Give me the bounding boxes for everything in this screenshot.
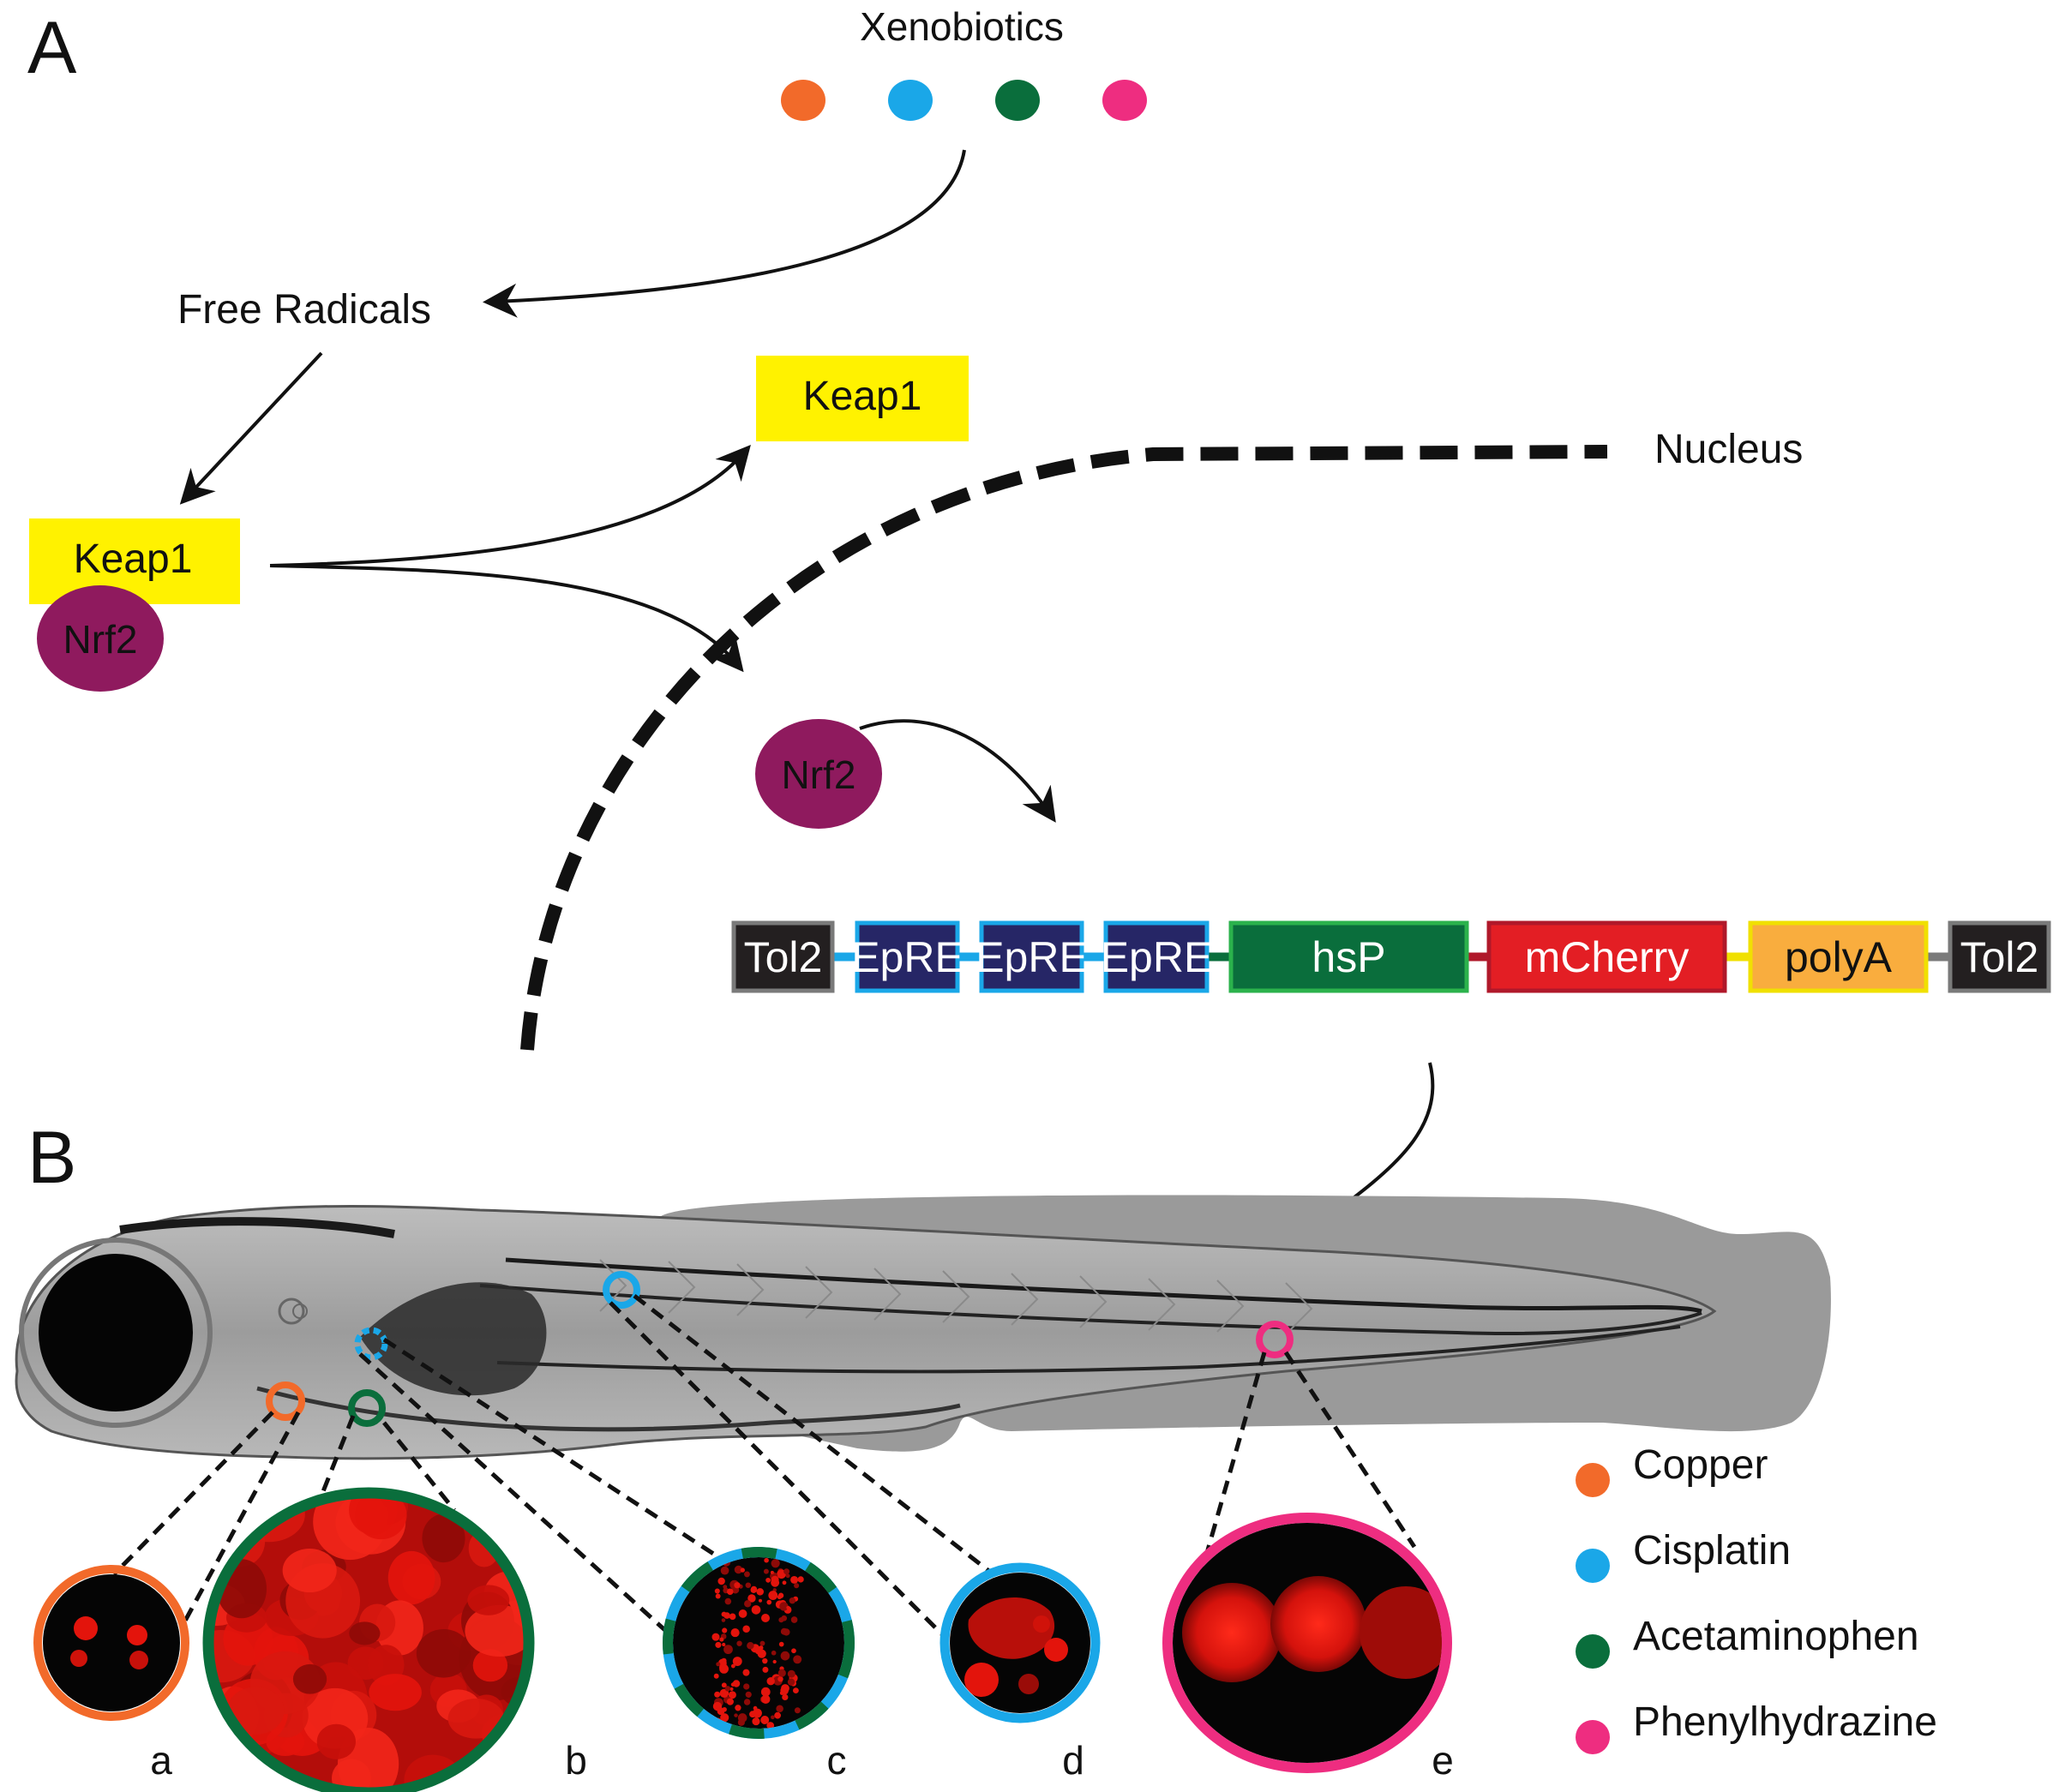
- construct-segment-label: hsP: [1312, 933, 1385, 981]
- construct-segment-label: Tol2: [744, 933, 823, 981]
- inset-d-label: d: [1062, 1738, 1084, 1783]
- legend-swatch: [1576, 1634, 1610, 1669]
- arrow-xenobiotics-to-free-radicals: [483, 149, 966, 318]
- marker-cisplatin: [603, 1271, 640, 1309]
- panel-a-letter: A: [27, 7, 77, 89]
- free-radicals-label: Free Radicals: [177, 287, 431, 333]
- zoom-lines: [112, 1294, 1417, 1643]
- construct-segment-label: polyA: [1785, 933, 1893, 981]
- construct-segment-polya: polyA: [1748, 920, 1929, 993]
- arrow-to-keap1-released: [269, 444, 751, 567]
- construct-segment-epre: EpRE: [1101, 920, 1213, 993]
- marker-acetaminophen: [348, 1389, 386, 1427]
- inset-a: [33, 1565, 189, 1721]
- xenobiotic-dot-4: [1102, 80, 1147, 121]
- inset-c-ring-dash: [663, 1547, 855, 1739]
- zebrafish-larva-image: [15, 1195, 1831, 1460]
- arrow-free-radicals-to-keap1: [179, 351, 323, 505]
- inset-e: [1162, 1513, 1452, 1773]
- legend-item-copper: Copper: [1576, 1442, 1768, 1497]
- legend-swatch: [1576, 1720, 1610, 1754]
- construct-segment-epre: EpRE: [851, 920, 963, 993]
- legend-item-cisplatin: Cisplatin: [1576, 1528, 1791, 1583]
- xenobiotic-dot-1: [781, 80, 825, 121]
- inset-b: [202, 1487, 535, 1792]
- legend: CopperCisplatinAcetaminophenPhenylhydraz…: [1576, 1442, 1937, 1754]
- xenobiotics-label: Xenobiotics: [860, 4, 1064, 49]
- nrf2-bound-node: [37, 585, 164, 692]
- nrf2-free-node: [755, 719, 882, 829]
- xenobiotic-dots: [781, 80, 1147, 121]
- keap1-released-box: [756, 356, 969, 441]
- xenobiotic-dot-3: [995, 80, 1040, 121]
- inset-c-label: c: [827, 1738, 847, 1783]
- construct-segment-hsp: hsP: [1228, 920, 1469, 993]
- nucleus-membrane: [520, 445, 1608, 1051]
- construct-segment-mcherry: mCherry: [1486, 920, 1727, 993]
- inset-b-ring: [202, 1487, 535, 1792]
- legend-swatch: [1576, 1463, 1610, 1497]
- inset-d: [939, 1562, 1101, 1723]
- arrow-to-nrf2-nucleus: [269, 564, 744, 673]
- inset-d-ring: [939, 1562, 1101, 1723]
- inset-a-ring: [33, 1565, 189, 1721]
- construct-segment-label: Tol2: [1960, 933, 2039, 981]
- construct-segment-label: EpRE: [1101, 933, 1213, 981]
- inset-a-label: a: [150, 1738, 172, 1783]
- construct-segment-label: EpRE: [851, 933, 963, 981]
- legend-item-phenylhydrazine: Phenylhydrazine: [1576, 1699, 1937, 1754]
- legend-swatch: [1576, 1549, 1610, 1583]
- inset-b-label: b: [565, 1738, 587, 1783]
- legend-label: Copper: [1633, 1442, 1768, 1488]
- legend-label: Cisplatin: [1633, 1528, 1791, 1573]
- construct-segment-epre: EpRE: [975, 920, 1088, 993]
- legend-item-acetaminophen: Acetaminophen: [1576, 1614, 1919, 1669]
- legend-label: Acetaminophen: [1633, 1614, 1919, 1659]
- panel-b-letter: B: [27, 1117, 76, 1199]
- construct-segment-tol2: Tol2: [1948, 920, 2051, 993]
- inset-e-label: e: [1432, 1738, 1454, 1783]
- inset-c: [663, 1547, 855, 1739]
- arrow-nrf2-to-construct: [859, 719, 1056, 823]
- construct-segment-tol2: Tol2: [731, 920, 835, 993]
- marker-copper: [266, 1381, 305, 1421]
- keap1-bound-box: [29, 518, 240, 604]
- xenobiotic-dot-2: [888, 80, 933, 121]
- keap1-released-label: Keap1: [803, 374, 922, 419]
- marker-cisplatin-dashed: [354, 1327, 388, 1361]
- keap1-bound-label: Keap1: [74, 536, 193, 582]
- nucleus-label: Nucleus: [1654, 427, 1803, 472]
- construct-segment-label: EpRE: [975, 933, 1088, 981]
- legend-label: Phenylhydrazine: [1633, 1699, 1937, 1745]
- nrf2-free-label: Nrf2: [782, 752, 856, 797]
- nrf2-bound-label: Nrf2: [63, 617, 138, 662]
- inset-e-ring: [1162, 1513, 1452, 1773]
- construct-segment-label: mCherry: [1525, 933, 1690, 981]
- marker-phenylhydrazine: [1256, 1321, 1294, 1358]
